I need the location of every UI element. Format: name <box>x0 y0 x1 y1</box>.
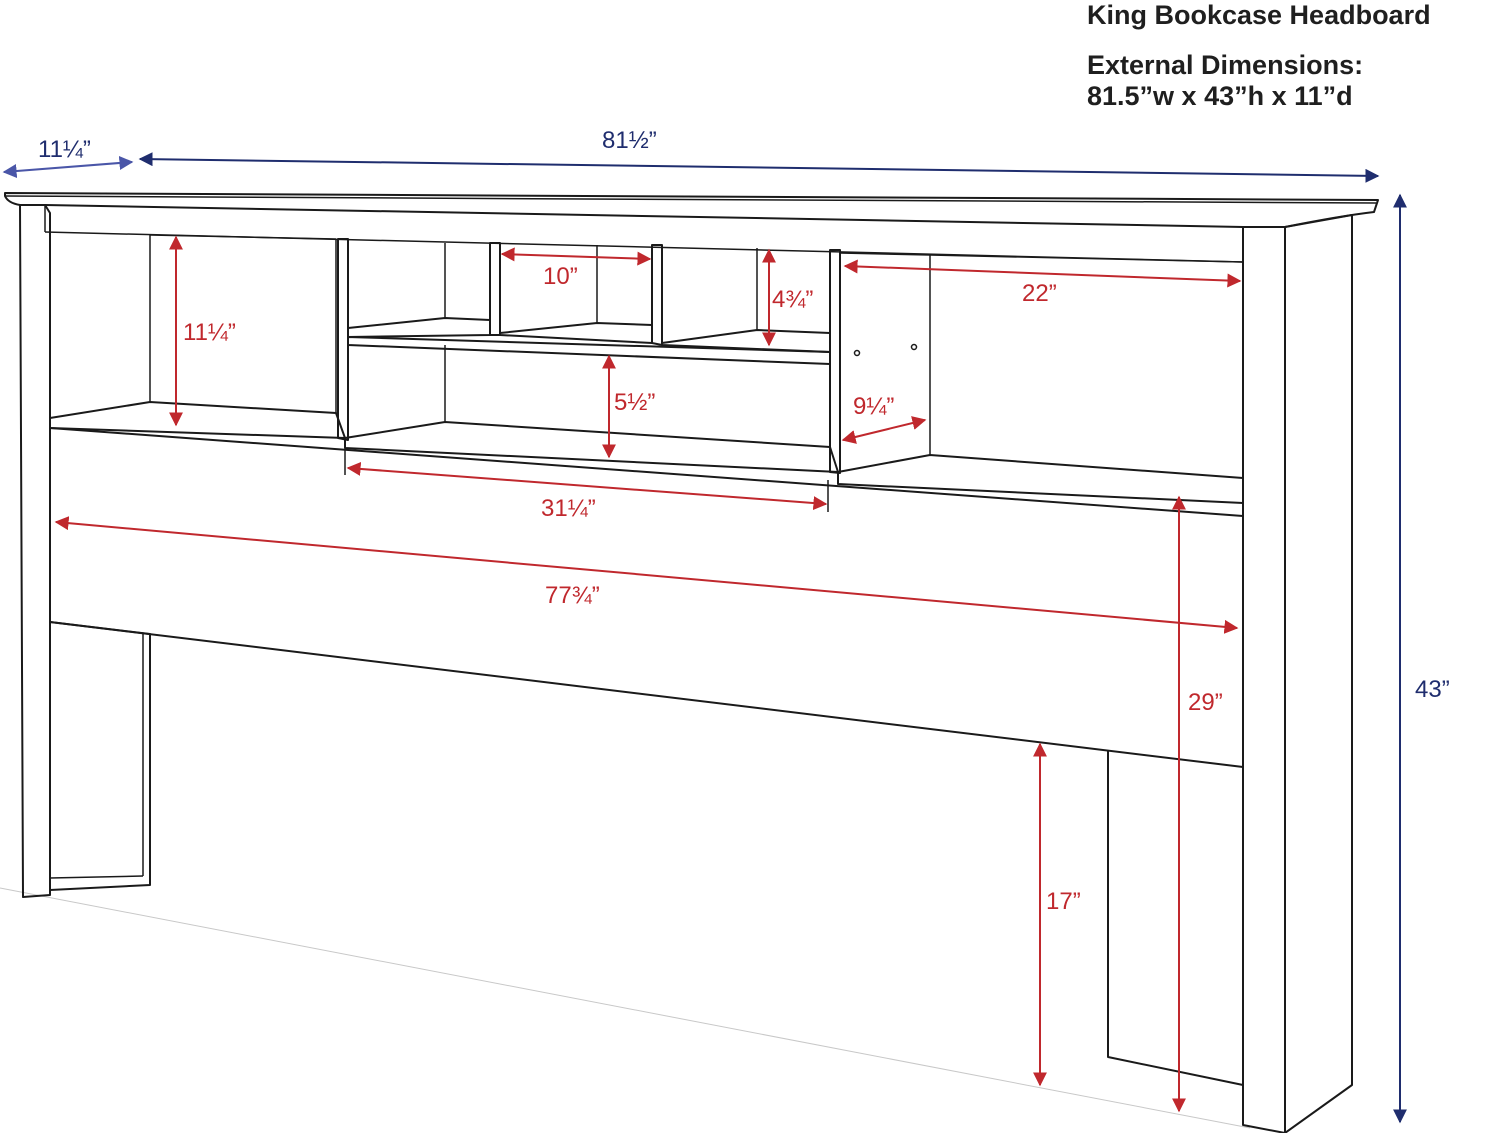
right-post <box>1242 214 1353 1133</box>
small-cubby-width-arrow <box>500 247 652 266</box>
lower-cubby-height-label: 5½” <box>614 389 655 416</box>
right-cubby <box>929 254 1244 263</box>
depth-arrow <box>2 156 134 178</box>
floor-to-panel-label: 17” <box>1046 888 1081 915</box>
right-cubby-width-arrow <box>843 259 1242 288</box>
divider-depth-arrow <box>841 416 927 444</box>
depth-label: 11¼” <box>38 136 91 163</box>
top-cap <box>4 192 1379 228</box>
floor-to-shelf-label: 29” <box>1188 689 1223 716</box>
small-cubby-width-label: 10” <box>543 263 578 290</box>
width-label: 81½” <box>602 127 657 154</box>
interior-width-arrow <box>54 516 1239 634</box>
interior-width-label: 77¾” <box>545 582 600 609</box>
lower-panel <box>49 621 1244 1086</box>
width-arrow <box>138 152 1380 183</box>
external-dimensions-value: 81.5”w x 43”h x 11”d <box>1087 81 1353 111</box>
small-cubby-height-label: 4¾” <box>772 286 813 313</box>
center-width-arrow <box>346 461 828 511</box>
left-cubby-height-label: 11¼” <box>183 319 236 346</box>
divider-depth-label: 9¼” <box>853 393 894 420</box>
center-width-label: 31¼” <box>541 495 596 522</box>
main-shelf <box>49 401 1244 517</box>
center-organizer <box>337 238 931 474</box>
left-cubby <box>149 234 337 413</box>
height-label: 43” <box>1415 676 1450 703</box>
right-cubby-width-label: 22” <box>1022 280 1057 307</box>
left-post <box>19 204 51 898</box>
title-block: King Bookcase Headboard External Dimensi… <box>1087 0 1431 112</box>
floor-line <box>0 887 1251 1129</box>
external-dimensions-label: External Dimensions: <box>1087 50 1364 80</box>
diagram-title: King Bookcase Headboard <box>1087 0 1431 30</box>
